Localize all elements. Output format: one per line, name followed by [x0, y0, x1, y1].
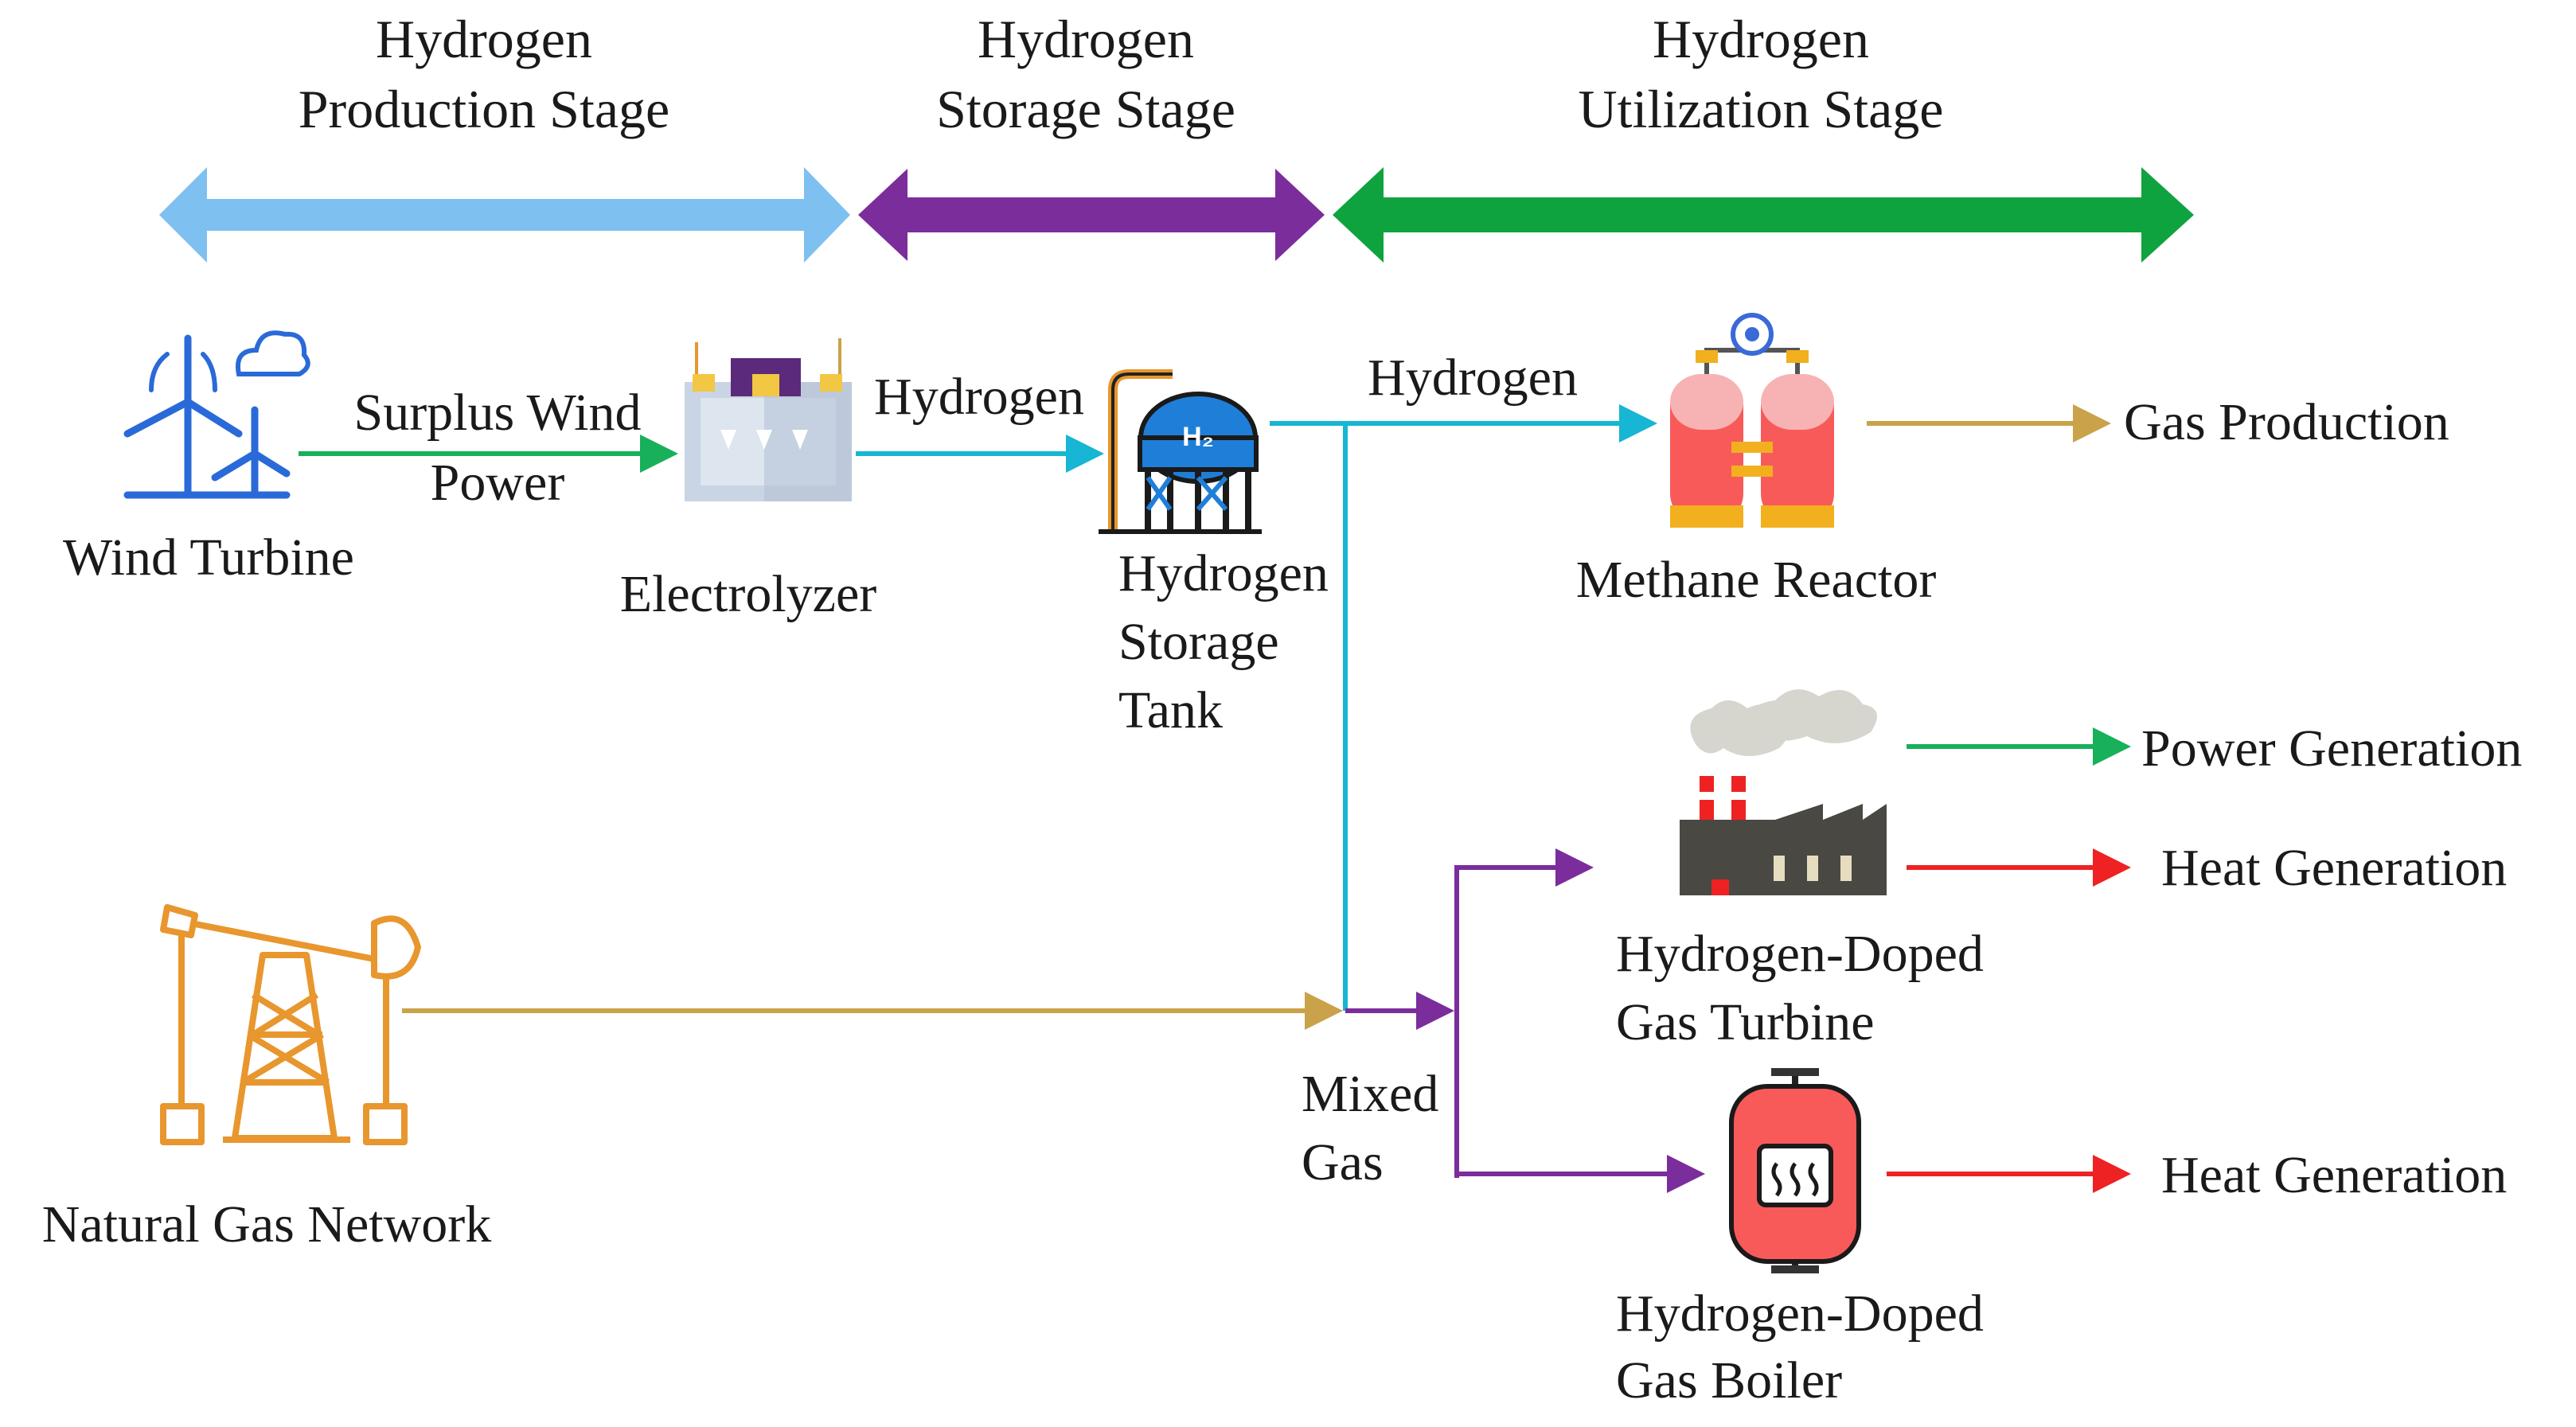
stage-production-subtitle: Production Stage	[299, 79, 670, 139]
mixed-gas-to-boiler	[1454, 1011, 1705, 1193]
stage-utilization-subtitle: Utilization Stage	[1579, 79, 1944, 139]
storage-tank-label-2: Storage	[1118, 613, 1279, 671]
methane-reactor-label: Methane Reactor	[1576, 551, 1937, 609]
oil-pump-icon	[160, 904, 421, 1145]
stage-utilization-title: Hydrogen	[1653, 9, 1869, 69]
storage-tank-label-3: Tank	[1118, 681, 1223, 739]
stage-storage-title: Hydrogen	[978, 9, 1194, 69]
surplus-wind-label: Surplus Wind	[353, 384, 641, 442]
gas-turbine-label-2: Gas Turbine	[1616, 993, 1875, 1051]
turbine-heat-label: Heat Generation	[2161, 839, 2507, 897]
mixed-gas-to-turbine	[1454, 848, 1594, 1178]
tank-h2-tag: H₂	[1182, 422, 1214, 452]
hydrogen-tank-icon: H₂	[1099, 369, 1262, 534]
storage-stage-arrow	[858, 169, 1325, 261]
gas-boiler-label-2: Gas Boiler	[1616, 1351, 1842, 1409]
gas-turbine-label-1: Hydrogen-Doped	[1616, 925, 1984, 983]
stage-production-title: Hydrogen	[376, 9, 592, 69]
wind-turbine-icon	[123, 330, 310, 499]
methane-reactor-icon	[1670, 313, 1834, 528]
power-generation-label: Power Generation	[2141, 719, 2522, 778]
storage-tank-label-1: Hydrogen	[1118, 544, 1329, 602]
hydrogen-label-2: Hydrogen	[1368, 349, 1578, 407]
surplus-wind-label-line2: Power	[431, 454, 565, 512]
gas-production-label: Gas Production	[2124, 393, 2449, 451]
electrolyzer-label: Electrolyzer	[620, 565, 876, 623]
hydrogen-label-1: Hydrogen	[874, 368, 1084, 426]
natural-gas-label: Natural Gas Network	[42, 1195, 491, 1253]
gas-boiler-label-1: Hydrogen-Doped	[1616, 1285, 1984, 1343]
wind-turbine-label: Wind Turbine	[63, 528, 354, 587]
stage-storage-subtitle: Storage Stage	[936, 79, 1235, 139]
utilization-stage-arrow	[1333, 167, 2194, 263]
boiler-icon	[1729, 1068, 1861, 1273]
mixed-gas-label-2: Gas	[1302, 1133, 1384, 1191]
mixed-gas-label-1: Mixed	[1302, 1065, 1438, 1123]
production-stage-arrow	[159, 167, 850, 263]
boiler-heat-label: Heat Generation	[2161, 1146, 2507, 1204]
factory-icon	[1680, 689, 1887, 895]
electrolyzer-icon	[685, 338, 852, 501]
